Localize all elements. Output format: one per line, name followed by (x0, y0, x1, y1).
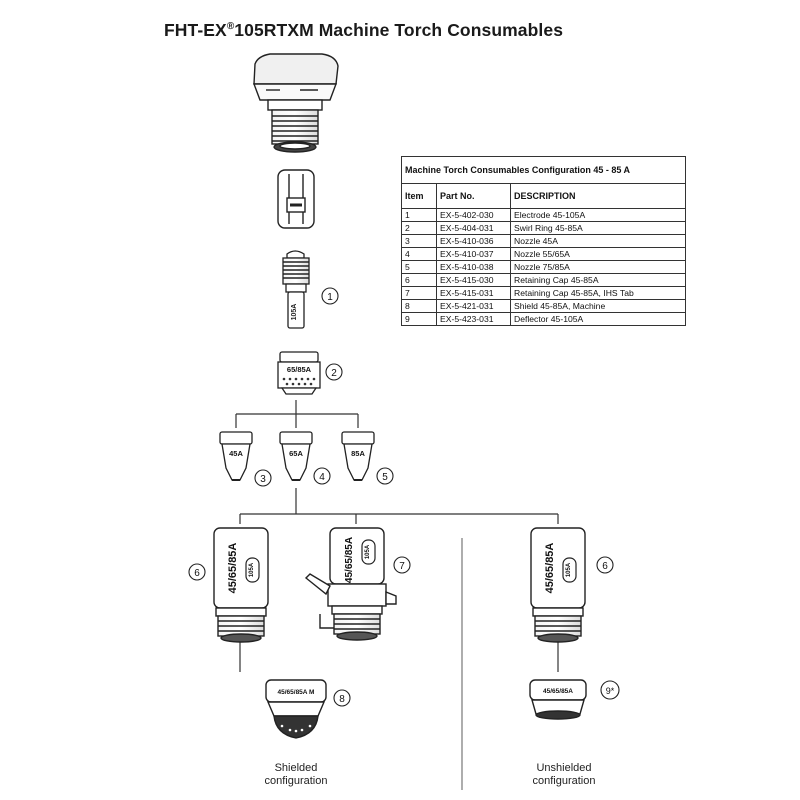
retaining-cap-ihs-tab: 45/65/85A 105A (304, 527, 397, 641)
svg-text:7: 7 (399, 561, 405, 572)
header-item: Item (401, 183, 437, 209)
table-cell-description: Nozzle 45A (510, 234, 686, 248)
shielded-label: Shielded configuration (246, 762, 346, 788)
svg-text:6: 6 (602, 561, 608, 572)
callout-1: 1 (321, 287, 339, 305)
nozzle-mark-65a: 65A (289, 449, 303, 458)
unshielded-label: Unshielded configuration (514, 762, 614, 788)
callout-6-left: 6 (188, 563, 206, 581)
table-cell-part-no: EX-5-404-031 (436, 221, 511, 235)
nozzle-mark-85a: 85A (351, 449, 365, 458)
nozzle-65a: 65A (279, 431, 313, 481)
cap-badge-tab: 105A (365, 544, 371, 559)
torch-head (252, 53, 339, 153)
table-cell-item: 5 (401, 260, 437, 274)
callout-7: 7 (393, 556, 411, 574)
table-cell-description: Nozzle 55/65A (510, 247, 686, 261)
table-cell-item: 1 (401, 208, 437, 222)
table-cell-part-no: EX-5-415-030 (436, 273, 511, 287)
nozzle-branch-lines (235, 400, 359, 428)
svg-text:1: 1 (327, 292, 333, 303)
svg-text:3: 3 (260, 474, 266, 485)
table-cell-item: 2 (401, 221, 437, 235)
cap-mark-right: 45/65/85A (544, 543, 556, 594)
retaining-cap-right: 45/65/85A 105A (530, 527, 586, 643)
deflector: 45/65/85A (529, 679, 587, 720)
electrode-holder (277, 169, 315, 229)
cap-mark-tab: 45/65/85A (344, 537, 355, 583)
table-cell-description: Deflector 45-105A (510, 312, 686, 326)
table-header-row: Item Part No. DESCRIPTION (401, 183, 686, 209)
cap-badge-right: 105A (566, 562, 572, 577)
callout-5: 5 (376, 467, 394, 485)
svg-text:5: 5 (382, 472, 388, 483)
svg-text:4: 4 (319, 472, 325, 483)
svg-text:9*: 9* (606, 686, 615, 696)
table-cell-description: Retaining Cap 45-85A (510, 273, 686, 287)
callout-4: 4 (313, 467, 331, 485)
header-part-no: Part No. (436, 183, 511, 209)
table-cell-part-no: EX-5-410-038 (436, 260, 511, 274)
swirl-mark: 65/85A (287, 365, 312, 374)
table-cell-item: 3 (401, 234, 437, 248)
page-title: FHT-EX®105RTXM Machine Torch Consumables (164, 20, 564, 40)
callout-9: 9* (600, 680, 620, 700)
shielded-label-line1: Shielded (274, 762, 318, 774)
consumables-table: Machine Torch Consumables Configuration … (401, 156, 686, 326)
table-cell-description: Electrode 45-105A (510, 208, 686, 222)
table-cell-description: Swirl Ring 45-85A (510, 221, 686, 235)
shield: 45/65/85A M (265, 679, 327, 739)
cap-branch-lines (239, 488, 559, 790)
callout-8: 8 (333, 689, 351, 707)
table-cell-item: 8 (401, 299, 437, 313)
table-cell-part-no: EX-5-421-031 (436, 299, 511, 313)
electrode-mark: 105A (291, 304, 298, 321)
retaining-cap-left: 45/65/85A 105A (213, 527, 269, 643)
shield-mark: 45/65/85A M (278, 689, 315, 696)
cap-badge-left: 105A (249, 562, 255, 577)
callout-6-right: 6 (596, 556, 614, 574)
table-cell-description: Shield 45-85A, Machine (510, 299, 686, 313)
table-cell-description: Retaining Cap 45-85A, IHS Tab (510, 286, 686, 300)
svg-text:2: 2 (331, 368, 337, 379)
callout-3: 3 (254, 469, 272, 487)
electrode: 105A (282, 250, 310, 329)
table-cell-item: 9 (401, 312, 437, 326)
svg-text:6: 6 (194, 568, 200, 579)
callout-2: 2 (325, 363, 343, 381)
table-cell-part-no: EX-5-402-030 (436, 208, 511, 222)
table-cell-item: 4 (401, 247, 437, 261)
table-cell-part-no: EX-5-410-037 (436, 247, 511, 261)
table-cell-description: Nozzle 75/85A (510, 260, 686, 274)
table-cell-item: 7 (401, 286, 437, 300)
table-cell-part-no: EX-5-423-031 (436, 312, 511, 326)
nozzle-mark-45a: 45A (229, 449, 243, 458)
table-cell-part-no: EX-5-410-036 (436, 234, 511, 248)
nozzle-85a: 85A (341, 431, 375, 481)
header-description: DESCRIPTION (510, 183, 686, 209)
table-cell-item: 6 (401, 273, 437, 287)
unshielded-label-line2: configuration (532, 775, 596, 787)
cap-mark-left: 45/65/85A (227, 543, 239, 594)
svg-text:8: 8 (339, 694, 345, 705)
table-caption: Machine Torch Consumables Configuration … (401, 156, 686, 184)
table-cell-part-no: EX-5-415-031 (436, 286, 511, 300)
swirl-ring: 65/85A (277, 351, 321, 395)
deflector-mark: 45/65/85A (543, 688, 573, 695)
nozzle-45a: 45A (219, 431, 253, 481)
shielded-label-line2: configuration (264, 775, 328, 787)
unshielded-label-line1: Unshielded (536, 762, 592, 774)
